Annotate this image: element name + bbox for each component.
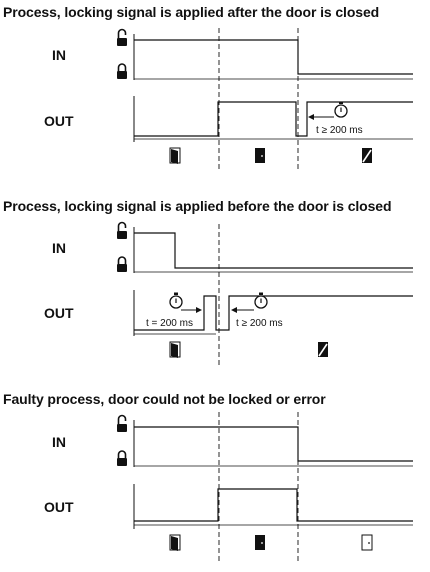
section-1-in-label: IN: [52, 47, 66, 63]
locked-padlock-icon: [116, 63, 128, 80]
locked-padlock-icon: [116, 450, 128, 467]
section-2-diagram: t = 200 ms t ≥ 200 ms: [116, 221, 413, 365]
section-3-out-label: OUT: [44, 499, 74, 515]
section-1-timing-note: t ≥ 200 ms: [316, 125, 363, 136]
open-door-icon: [169, 147, 181, 165]
section-1-title: Process, locking signal is applied after…: [3, 4, 380, 20]
section-2-title: Process, locking signal is applied befor…: [3, 198, 392, 214]
open-door-icon: [169, 534, 181, 552]
section-1-out-signal: [134, 101, 413, 137]
section-2-out-label: OUT: [44, 305, 74, 321]
stopwatch-icon: [254, 291, 268, 309]
open-empty-door-icon: [361, 534, 373, 551]
unlocked-padlock-icon: [116, 414, 128, 433]
stopwatch-icon: [169, 291, 183, 309]
closed-door-icon: [255, 148, 265, 163]
locked-door-icon: [361, 147, 373, 164]
section-3-out-signal: [134, 488, 413, 522]
stopwatch-icon: [334, 100, 348, 118]
section-3-in-label: IN: [52, 434, 66, 450]
section-2-timing-note-2: t ≥ 200 ms: [236, 318, 283, 329]
locked-door-icon: [317, 341, 329, 358]
closed-door-icon: [255, 535, 265, 550]
section-3-in-signal: [134, 426, 413, 462]
section-1-in-signal: [134, 39, 413, 75]
section-2-timing-note-1: t = 200 ms: [146, 318, 193, 329]
section-2-in-label: IN: [52, 240, 66, 256]
unlocked-padlock-icon: [116, 221, 128, 240]
section-1-diagram: t ≥ 200 ms: [116, 28, 413, 170]
section-2-out-signal: [134, 295, 413, 331]
section-1-out-label: OUT: [44, 113, 74, 129]
section-3-diagram: [116, 412, 413, 562]
section-2-in-signal: [134, 232, 413, 269]
open-door-icon: [169, 341, 181, 359]
unlocked-padlock-icon: [116, 28, 128, 47]
locked-padlock-icon: [116, 256, 128, 273]
section-3-title: Faulty process, door could not be locked…: [3, 391, 326, 407]
